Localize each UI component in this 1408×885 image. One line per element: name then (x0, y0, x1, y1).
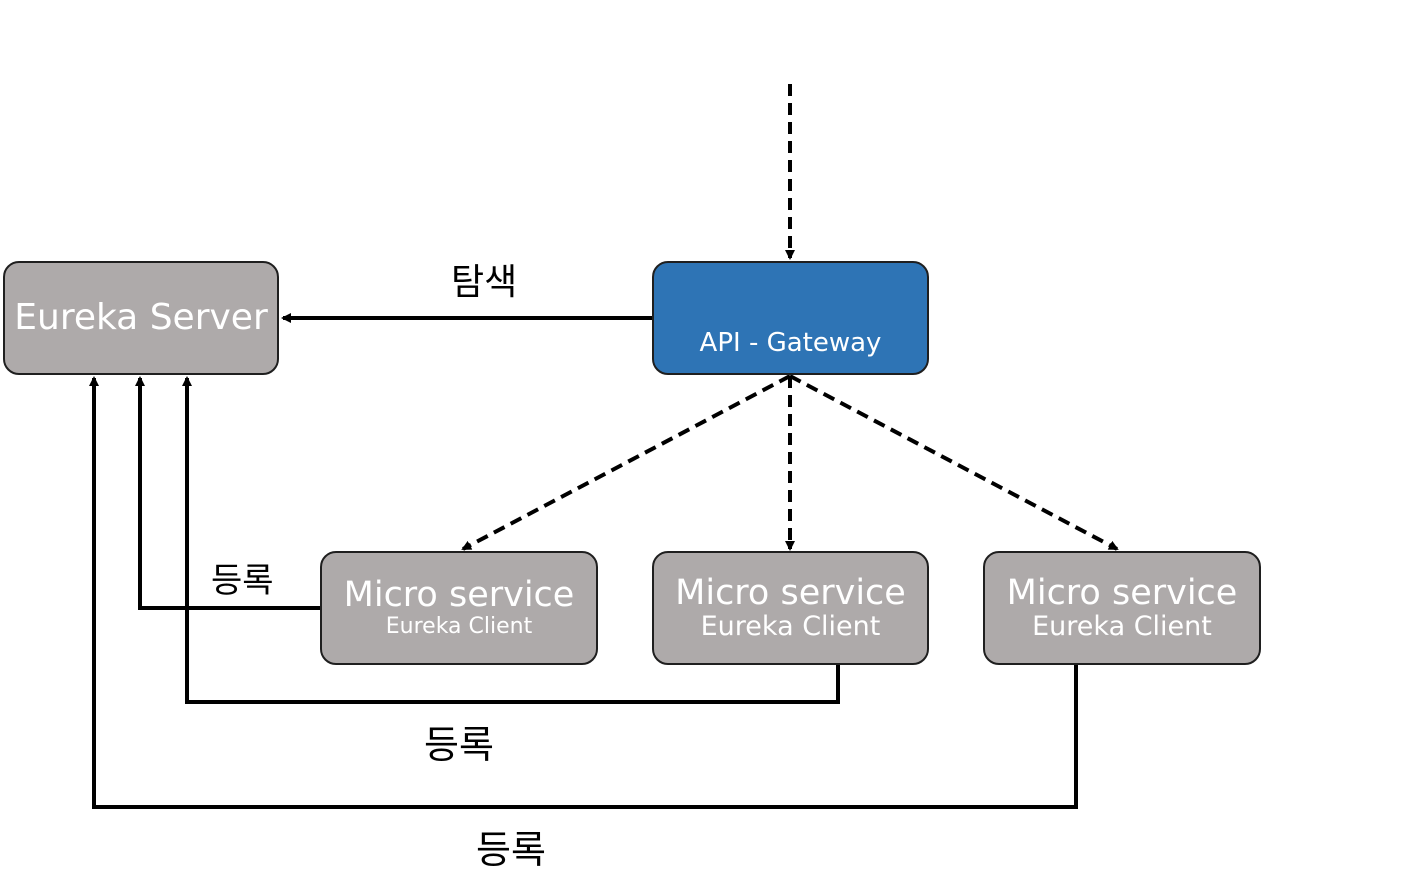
micro-service-title: Micro service (1006, 572, 1238, 613)
micro-service-subtitle: Eureka Client (1032, 611, 1212, 643)
micro-service-node-2: Micro service Eureka Client (652, 551, 929, 665)
register-label-1: 등록 (211, 561, 274, 601)
api-gateway-node: API - Gateway (652, 261, 929, 375)
eureka-server-label: Eureka Server (14, 296, 268, 338)
micro-service-title: Micro service (343, 575, 575, 616)
eureka-server-node: Eureka Server (3, 261, 279, 375)
route-arrow-ms1 (461, 374, 791, 551)
micro-service-node-1: Micro service Eureka Client (320, 551, 598, 665)
register-arrow-ms3 (89, 376, 1078, 809)
micro-service-subtitle: Eureka Client (700, 611, 881, 643)
micro-service-title: Micro service (675, 572, 906, 613)
micro-service-node-3: Micro service Eureka Client (983, 551, 1261, 665)
register-arrow-ms1 (135, 376, 320, 610)
discovery-label: 탐색 (451, 262, 518, 303)
register-label-3: 등록 (476, 828, 546, 872)
register-label-2: 등록 (424, 723, 494, 767)
register-arrow-ms2 (182, 376, 840, 704)
api-gateway-label: API - Gateway (699, 327, 882, 358)
route-arrow-ms3 (789, 374, 1119, 551)
micro-service-subtitle: Eureka Client (385, 614, 533, 640)
